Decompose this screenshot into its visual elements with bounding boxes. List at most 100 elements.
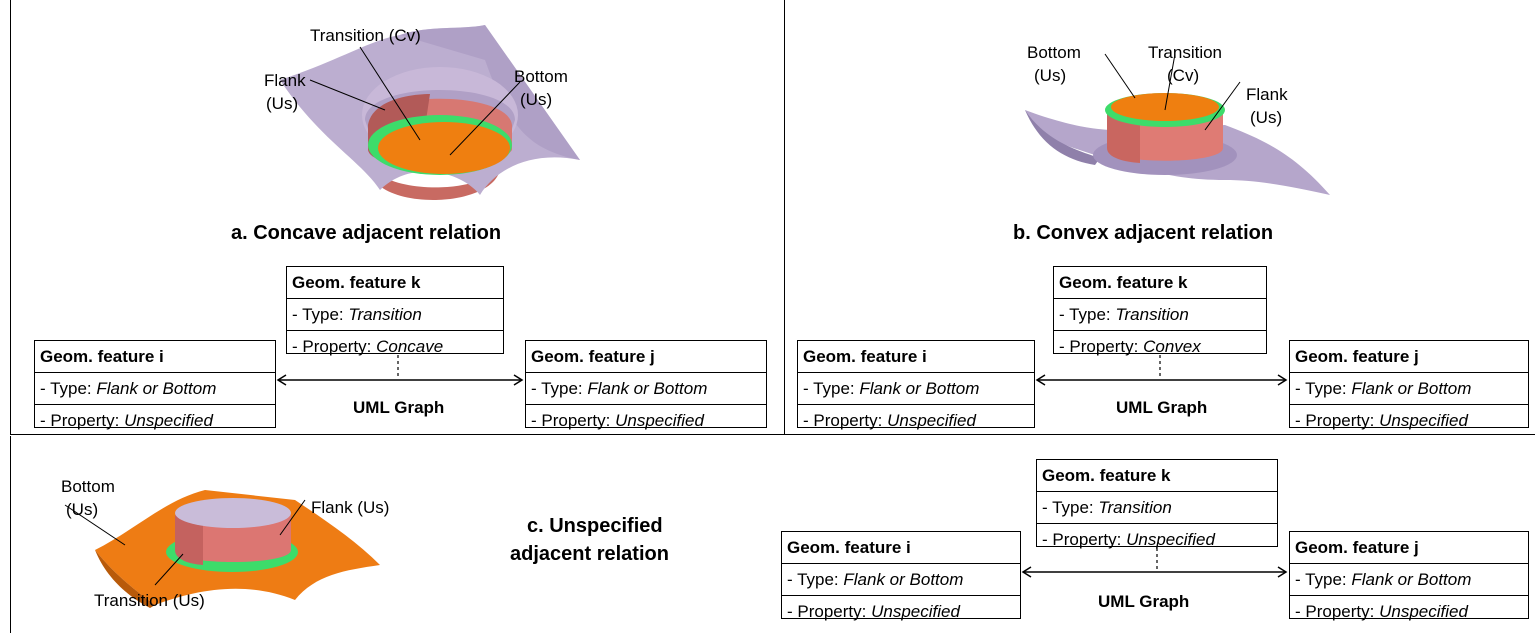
panel-b-feature-j: Geom. feature j - Type: Flank or Bottom … <box>1289 340 1529 430</box>
property-value: Concave <box>376 337 444 356</box>
panel-c-feature-k: Geom. feature k - Type: Transition - Pro… <box>1036 459 1278 549</box>
property-key: - Property: <box>1059 337 1144 356</box>
type-value: Transition <box>348 305 422 324</box>
panel-c-feature-j: Geom. feature j - Type: Flank or Bottom … <box>1289 531 1529 621</box>
panel-b-bottom-label-2: (Us) <box>1034 66 1067 85</box>
panel-b-bottom-label-1: Bottom <box>1027 43 1081 62</box>
type-key: - Type: <box>1295 379 1352 398</box>
type-key: - Type: <box>1295 570 1352 589</box>
feature-k-title: Geom. feature k <box>292 273 421 292</box>
type-key: - Type: <box>531 379 588 398</box>
panel-a-feature-j: Geom. feature j - Type: Flank or Bottom … <box>525 340 767 430</box>
panel-c-uml-graph-label: UML Graph <box>1098 592 1190 611</box>
panel-a-bottom-label-2: (Us) <box>520 90 553 109</box>
property-value: Unspecified <box>871 602 960 621</box>
type-key: - Type: <box>292 305 349 324</box>
feature-k-title: Geom. feature k <box>1042 466 1171 485</box>
feature-i-type: - Type: Flank or Bottom <box>798 372 1034 404</box>
property-key: - Property: <box>1295 602 1380 621</box>
property-value: Unspecified <box>1126 530 1215 549</box>
panel-b-feature-k: Geom. feature k - Type: Transition - Pro… <box>1053 266 1267 356</box>
panel-a-transition-label: Transition (Cv) <box>310 26 421 45</box>
property-key: - Property: <box>1295 411 1380 430</box>
type-value: Transition <box>1098 498 1172 517</box>
type-value: Transition <box>1115 305 1189 324</box>
type-key: - Type: <box>40 379 97 398</box>
convex-part-illustration <box>1025 53 1330 195</box>
property-value: Convex <box>1143 337 1201 356</box>
panel-b-caption: b. Convex adjacent relation <box>1013 222 1274 244</box>
type-key: - Type: <box>1042 498 1099 517</box>
feature-i-type: - Type: Flank or Bottom <box>35 372 275 404</box>
feature-j-title: Geom. feature j <box>531 347 655 366</box>
panel-b-flank-label-1: Flank <box>1246 85 1288 104</box>
type-key: - Type: <box>787 570 844 589</box>
feature-j-property: - Property: Unspecified <box>1290 404 1528 436</box>
type-key: - Type: <box>803 379 860 398</box>
feature-i-property: - Property: Unspecified <box>35 404 275 436</box>
feature-j-title: Geom. feature j <box>1295 347 1419 366</box>
panel-b-transition-label-1: Transition <box>1148 43 1223 62</box>
property-key: - Property: <box>787 602 872 621</box>
type-key: - Type: <box>1059 305 1116 324</box>
panel-b-transition-label-2: (Cv) <box>1167 66 1200 85</box>
panel-b-feature-i: Geom. feature i - Type: Flank or Bottom … <box>797 340 1035 430</box>
property-value: Unspecified <box>887 411 976 430</box>
panel-c-frame <box>10 436 13 633</box>
panel-a-caption: a. Concave adjacent relation <box>231 222 502 244</box>
concave-part-illustration <box>280 25 580 200</box>
feature-j-title: Geom. feature j <box>1295 538 1419 557</box>
panel-c-bottom-label-1: Bottom <box>61 477 115 496</box>
feature-i-title: Geom. feature i <box>803 347 927 366</box>
feature-k-type: - Type: Transition <box>1037 491 1277 523</box>
type-value: Flank or Bottom <box>587 379 708 398</box>
feature-i-title: Geom. feature i <box>787 538 911 557</box>
feature-i-type: - Type: Flank or Bottom <box>782 563 1020 595</box>
panel-a-frame <box>10 0 785 435</box>
feature-i-property: - Property: Unspecified <box>798 404 1034 436</box>
panel-a-flank-label-1: Flank <box>264 71 306 90</box>
property-key: - Property: <box>1042 530 1127 549</box>
panel-a-feature-k: Geom. feature k - Type: Transition - Pro… <box>286 266 504 356</box>
property-value: Unspecified <box>1379 411 1468 430</box>
feature-j-type: - Type: Flank or Bottom <box>1290 563 1528 595</box>
panel-c-bottom-label-2: (Us) <box>66 500 99 519</box>
property-key: - Property: <box>803 411 888 430</box>
feature-j-type: - Type: Flank or Bottom <box>526 372 766 404</box>
feature-k-property: - Property: Concave <box>287 330 503 362</box>
property-key: - Property: <box>292 337 377 356</box>
type-value: Flank or Bottom <box>859 379 980 398</box>
panel-c-caption-line-1: c. Unspecified <box>527 515 663 537</box>
type-value: Flank or Bottom <box>96 379 217 398</box>
unspecified-part-illustration <box>64 490 380 608</box>
property-key: - Property: <box>531 411 616 430</box>
panel-b-uml-graph-label: UML Graph <box>1116 398 1208 417</box>
feature-k-type: - Type: Transition <box>287 298 503 330</box>
feature-k-type: - Type: Transition <box>1054 298 1266 330</box>
feature-i-property: - Property: Unspecified <box>782 595 1020 627</box>
feature-j-property: - Property: Unspecified <box>1290 595 1528 627</box>
panel-b-flank-label-2: (Us) <box>1250 108 1283 127</box>
feature-k-property: - Property: Convex <box>1054 330 1266 362</box>
panel-c-caption-line-2: adjacent relation <box>510 543 669 565</box>
type-value: Flank or Bottom <box>1351 570 1472 589</box>
feature-j-property: - Property: Unspecified <box>526 404 766 436</box>
panel-a-flank-label-2: (Us) <box>266 94 299 113</box>
property-value: Unspecified <box>1379 602 1468 621</box>
type-value: Flank or Bottom <box>1351 379 1472 398</box>
property-value: Unspecified <box>615 411 704 430</box>
panel-b-frame <box>784 0 1535 435</box>
panel-a-bottom-label-1: Bottom <box>514 67 568 86</box>
property-key: - Property: <box>40 411 125 430</box>
panel-a-uml-graph-label: UML Graph <box>353 398 445 417</box>
panel-a-feature-i: Geom. feature i - Type: Flank or Bottom … <box>34 340 276 430</box>
panel-c-feature-i: Geom. feature i - Type: Flank or Bottom … <box>781 531 1021 621</box>
panel-c-transition-label: Transition (Us) <box>94 591 205 610</box>
feature-j-type: - Type: Flank or Bottom <box>1290 372 1528 404</box>
property-value: Unspecified <box>124 411 213 430</box>
feature-k-property: - Property: Unspecified <box>1037 523 1277 555</box>
type-value: Flank or Bottom <box>843 570 964 589</box>
